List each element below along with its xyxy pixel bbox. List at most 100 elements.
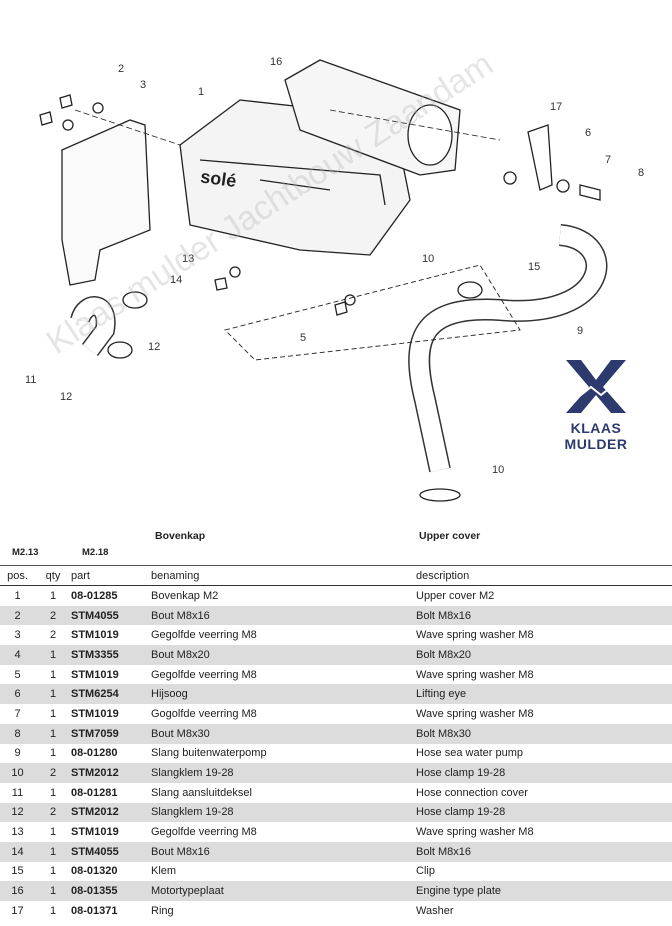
cell-part: 08-01371	[71, 904, 118, 917]
cell-part: STM6254	[71, 688, 119, 701]
cell-pos: 4	[14, 648, 21, 661]
cell-benaming: Slangklem 19-28	[151, 767, 234, 780]
cell-part: STM3355	[71, 648, 119, 661]
cell-description: Washer	[416, 904, 454, 917]
callout-16: 16	[270, 56, 282, 68]
table-row: 13 1 STM1019 Gegolfde veerring M8 Wave sprin…	[0, 822, 672, 842]
cell-qty: 1	[49, 688, 57, 701]
cell-description: Hose clamp 19-28	[416, 806, 506, 819]
cell-benaming: Bout M8x20	[151, 648, 210, 661]
exploded-parts-diagram: solé 2 3 16 1 17 6 7 8 13 14 10 15 9 5 1…	[25, 56, 644, 502]
callout-8: 8	[638, 167, 644, 179]
cell-description: Engine type plate	[416, 885, 502, 898]
callout-6: 6	[585, 127, 591, 139]
cell-qty: 1	[49, 845, 57, 858]
section-title-en: Upper cover	[419, 530, 481, 542]
cell-part: STM1019	[71, 668, 119, 681]
cell-qty: 1	[49, 786, 57, 799]
cell-qty: 1	[49, 826, 57, 839]
cell-benaming: Gegolfde veerring M8	[151, 668, 257, 681]
cell-description: Clip	[416, 865, 435, 878]
cell-qty: 1	[49, 727, 57, 740]
header-qty: qty	[35, 565, 71, 586]
cell-qty: 1	[49, 589, 57, 602]
cell-qty: 1	[49, 865, 57, 878]
cell-pos: 10	[11, 767, 24, 780]
cell-description: Wave spring washer M8	[416, 826, 534, 839]
cell-pos: 5	[14, 668, 21, 681]
callout-5: 5	[300, 332, 306, 344]
logo-mark-icon	[560, 360, 632, 413]
cell-qty: 1	[49, 707, 57, 720]
cell-part: STM4055	[71, 845, 119, 858]
cell-pos: 14	[11, 845, 24, 858]
cell-benaming: Ring	[151, 904, 174, 917]
cell-pos: 7	[14, 707, 21, 720]
table-row: 4 1 STM3355 Bout M8x20 Bolt M8x20	[0, 645, 672, 665]
cell-pos: 3	[14, 629, 21, 642]
cell-benaming: Bovenkap M2	[151, 589, 219, 602]
cell-benaming: Slang aansluitdeksel	[151, 786, 252, 799]
cell-part: STM1019	[71, 826, 119, 839]
cell-benaming: Hijsoog	[151, 688, 188, 701]
cell-pos: 2	[14, 609, 21, 622]
cell-pos: 1	[14, 589, 21, 602]
cell-description: Bolt M8x16	[416, 845, 472, 858]
header-pos: pos.	[0, 565, 35, 586]
klaas-mulder-logo: KLAAS MULDER	[540, 355, 652, 452]
table-row: 3 2 STM1019 Gegolfde veerring M8 Wave spring…	[0, 625, 672, 645]
cell-qty: 1	[49, 904, 57, 917]
callout-9: 9	[577, 325, 583, 337]
cell-benaming: Bout M8x16	[151, 845, 210, 858]
lifting-eye	[527, 124, 553, 191]
cell-qty: 2	[49, 629, 57, 642]
cell-pos: 17	[11, 904, 24, 917]
cell-part: STM7059	[71, 727, 119, 740]
cell-benaming: Bout M8x30	[151, 727, 210, 740]
cell-part: 08-01355	[71, 885, 118, 898]
cell-description: Bolt M8x30	[416, 727, 472, 740]
cell-benaming: Gegolfde veerring M8	[151, 629, 257, 642]
cell-part: STM1019	[71, 707, 119, 720]
table-row: 14 1 STM4055 Bout M8x16 Bolt M8x16	[0, 841, 672, 862]
cell-benaming: Gogolfde veerring M8	[151, 707, 257, 720]
logo-text: KLAAS MULDER	[564, 420, 628, 452]
cell-pos: 11	[11, 786, 24, 799]
cell-benaming: Motortypeplaat	[151, 885, 224, 898]
cell-qty: 2	[49, 767, 57, 780]
header-benaming: benaming	[151, 565, 416, 586]
table-header-row: pos. qty part benaming description	[0, 565, 672, 586]
callout-15: 15	[528, 261, 540, 273]
section-title-nl: Bovenkap	[155, 530, 206, 542]
cell-part: STM1019	[71, 629, 119, 642]
callout-2: 2	[118, 63, 124, 75]
cell-description: Wave spring washer M8	[416, 629, 534, 642]
callout-3: 3	[140, 79, 146, 91]
cell-benaming: Slangklem 19-28	[151, 806, 234, 819]
callout-12: 12	[148, 341, 160, 353]
cell-part: 08-01281	[71, 786, 118, 799]
cell-qty: 1	[49, 668, 57, 681]
cell-pos: 6	[14, 688, 21, 701]
callout-7: 7	[605, 154, 611, 166]
cell-part: STM4055	[71, 609, 119, 622]
callout-1: 1	[198, 86, 204, 98]
cell-pos: 13	[11, 826, 24, 839]
cell-description: Hose clamp 19-28	[416, 767, 506, 780]
cell-benaming: Slang buitenwaterpomp	[151, 747, 267, 760]
cell-benaming: Gegolfde veerring M8	[151, 826, 257, 839]
cell-qty: 1	[49, 648, 57, 661]
callout-12b: 12	[60, 391, 72, 403]
cell-benaming: Bout M8x16	[151, 609, 210, 622]
cell-description: Bolt M8x20	[416, 648, 472, 661]
